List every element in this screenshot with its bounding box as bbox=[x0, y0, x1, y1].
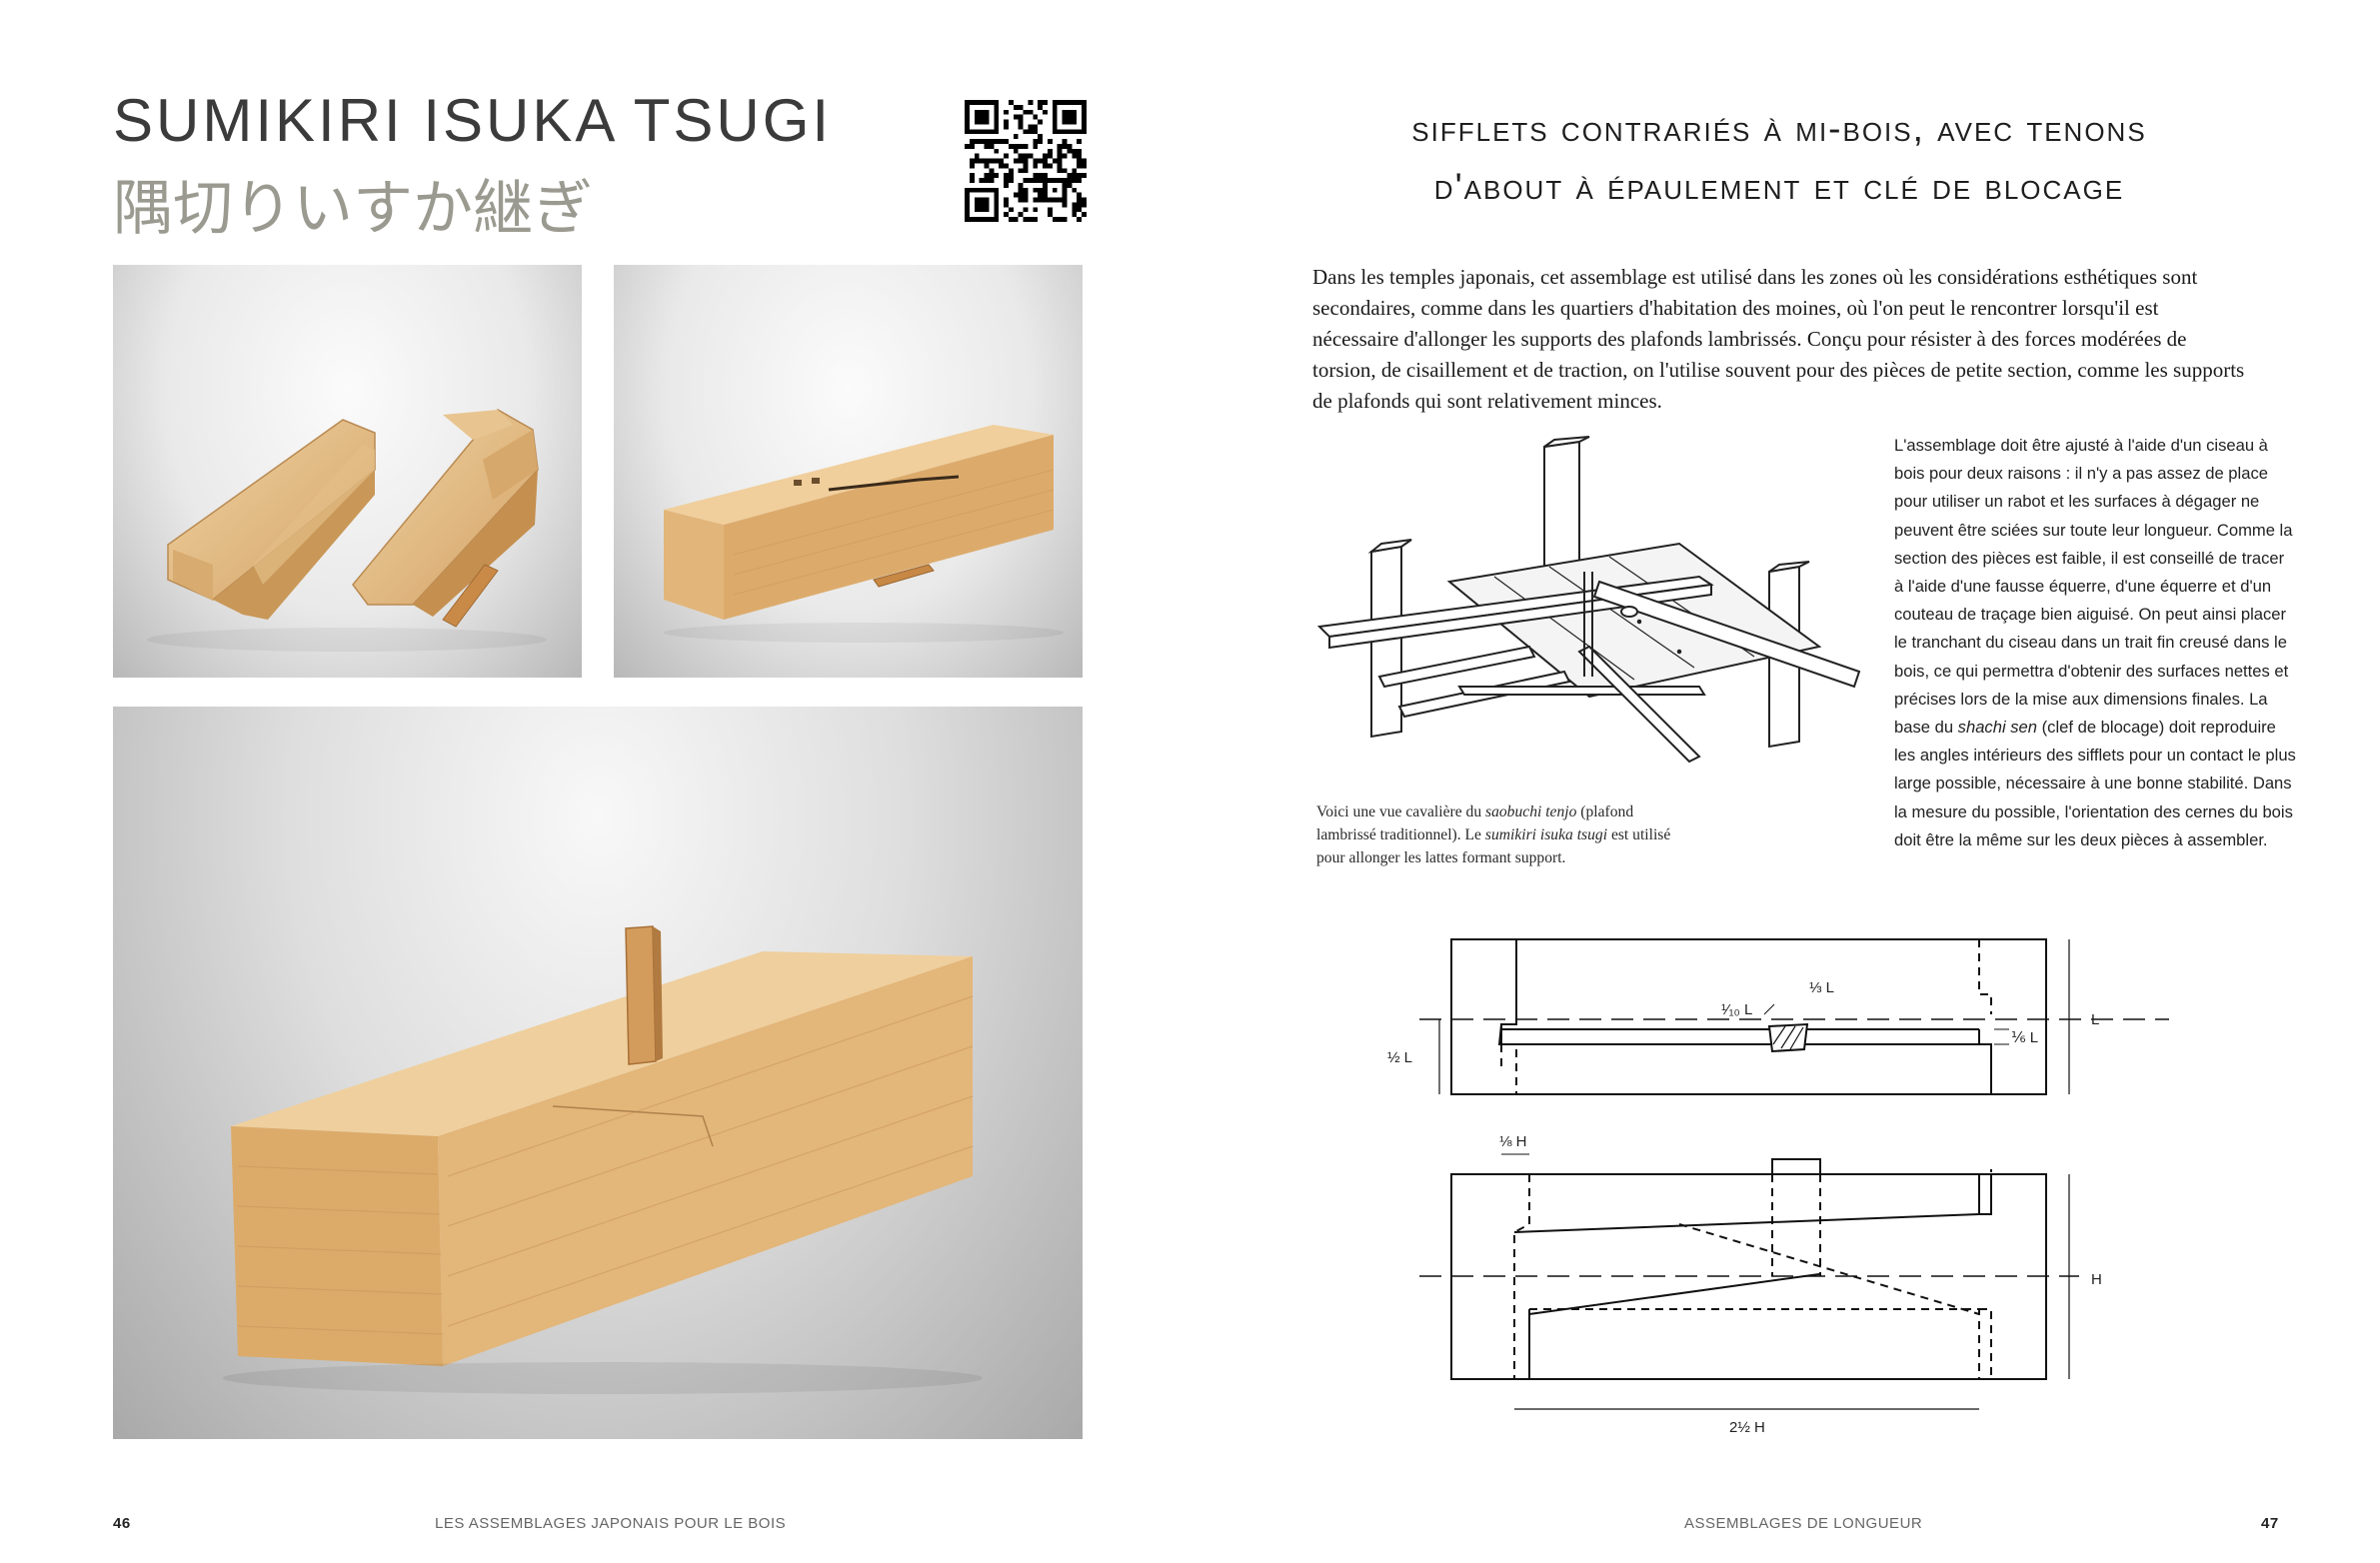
dim-label-l: L bbox=[2091, 1011, 2099, 1028]
intro-paragraph: Dans les temples japonais, cet assemblag… bbox=[1312, 265, 2245, 413]
page-title-japanese: 隅切りいすか継ぎ bbox=[113, 174, 593, 244]
photo-joint-separated bbox=[113, 265, 582, 678]
right-page-number: 47 bbox=[2261, 1515, 2279, 1532]
ceiling-isometric-sketch bbox=[1299, 432, 1889, 791]
left-footer-book-title: LES ASSEMBLAGES JAPONAIS POUR LE BOIS bbox=[435, 1515, 787, 1532]
technique-paragraph: L'assemblage doit être ajusté à l'aide d… bbox=[1894, 436, 2296, 849]
section-heading: Sifflets contrariés à mi-bois, avec teno… bbox=[1299, 100, 2259, 216]
right-footer-section-title: ASSEMBLAGES DE LONGUEUR bbox=[1684, 1515, 1923, 1532]
qr-code[interactable] bbox=[965, 100, 1087, 222]
dim-label-two-half-h: 2½ H bbox=[1729, 1419, 1765, 1436]
dim-label-third-l: ⅓ L bbox=[1809, 979, 1834, 996]
page-title-latin: SUMIKIRI ISUKA TSUGI bbox=[113, 87, 833, 154]
photo-joint-assembled-key bbox=[614, 265, 1083, 678]
heading-line-2: d'about à épaulement et clé de blocage bbox=[1433, 166, 2125, 207]
dim-label-eighth-h: ⅛ H bbox=[1499, 1133, 1527, 1150]
photo-joint-beam-large bbox=[113, 707, 1083, 1439]
dimension-drawing: ¹⁄₁₀ L ⅓ L ⅙ L ½ L L ⅛ H H 2½ H bbox=[1379, 914, 2259, 1444]
dim-label-half-l: ½ L bbox=[1387, 1049, 1412, 1066]
heading-line-1: Sifflets contrariés à mi-bois, avec teno… bbox=[1411, 108, 2147, 149]
dim-label-sixth-l: ⅙ L bbox=[2011, 1029, 2038, 1046]
left-page-number: 46 bbox=[113, 1515, 131, 1532]
sketch-caption: Voici une vue cavalière du saobuchi tenj… bbox=[1316, 803, 1671, 866]
dim-label-h: H bbox=[2091, 1271, 2102, 1288]
dim-label-tenth-l: ¹⁄₁₀ L bbox=[1721, 1001, 1752, 1018]
